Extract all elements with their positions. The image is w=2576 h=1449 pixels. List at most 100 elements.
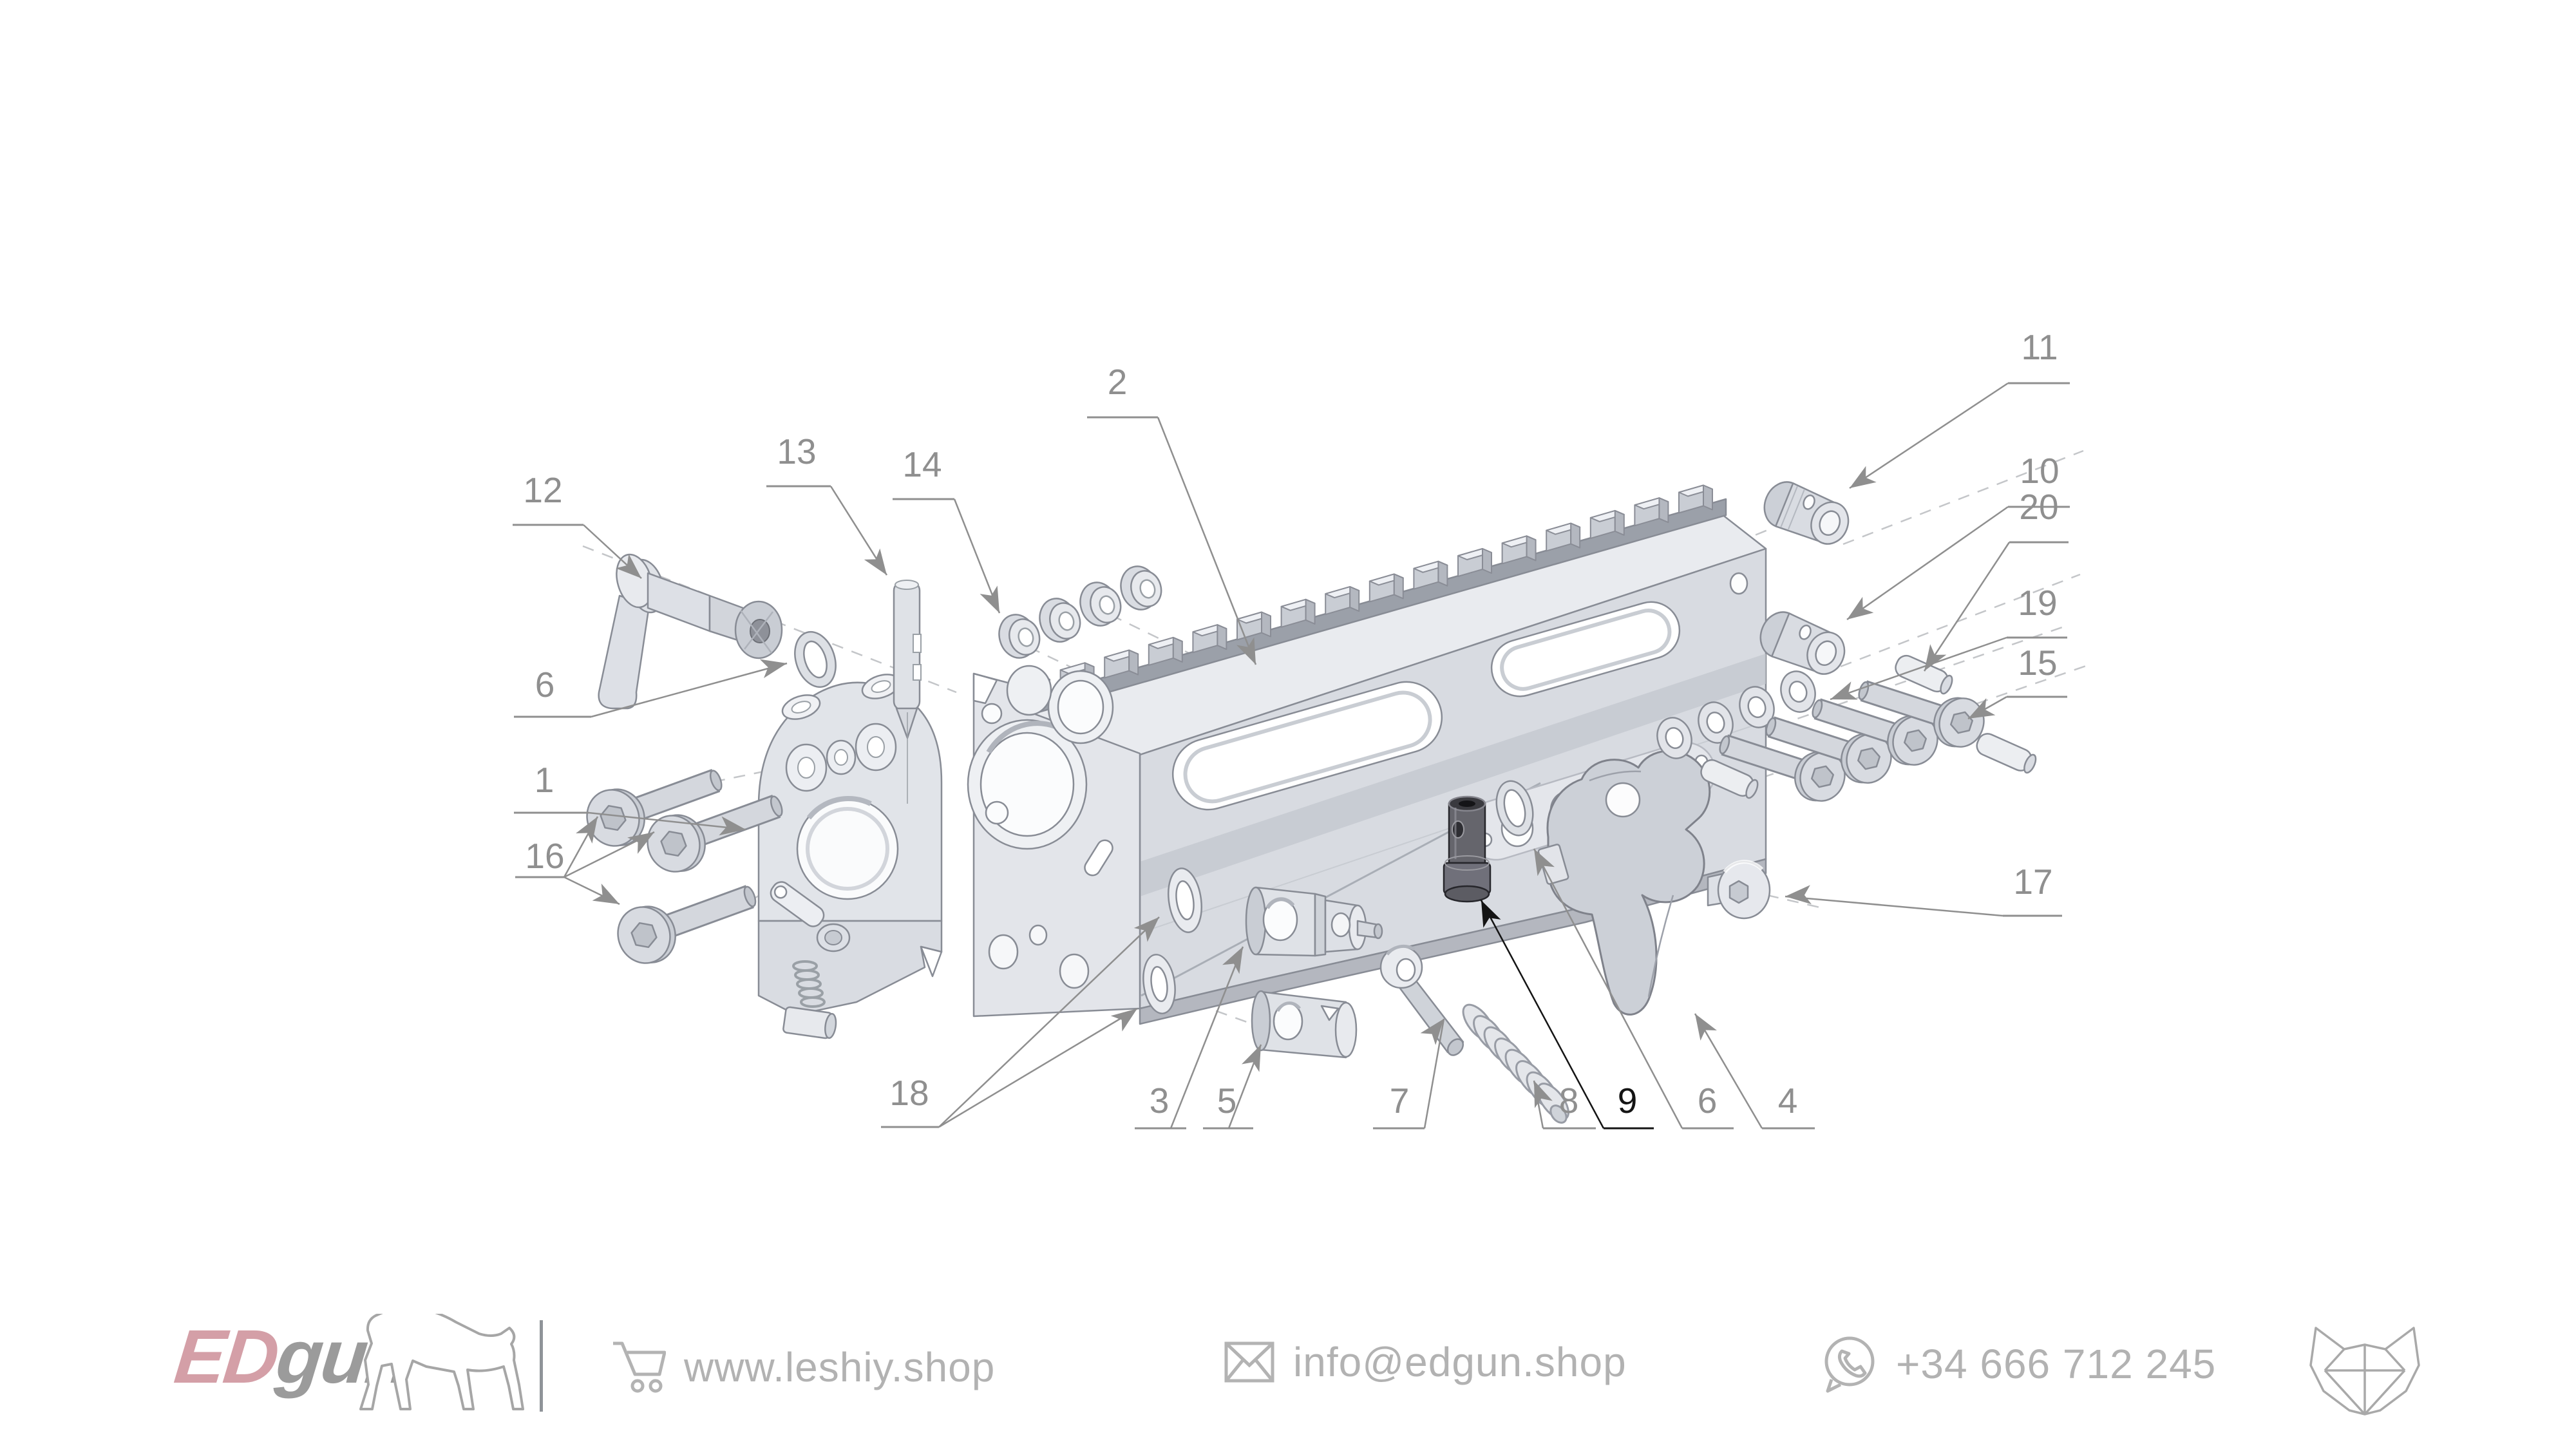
rail-slat	[1368, 573, 1404, 603]
receiver-front-face	[967, 665, 1141, 1018]
logo-ed: ED	[171, 1314, 281, 1399]
clamp-lever	[770, 881, 825, 927]
website-link[interactable]: www.leshiy.shop	[611, 1338, 995, 1396]
rail-slat	[1678, 484, 1713, 514]
callout-7: 7	[1373, 1018, 1445, 1130]
callout-19: 19	[1830, 583, 2067, 701]
callout-3: 3	[1135, 946, 1244, 1130]
top-oval-cutout-left	[1171, 681, 1443, 811]
part-15-socket-screws	[1719, 680, 1985, 802]
callout-12: 12	[513, 470, 642, 579]
phone-link[interactable]: +34 666 712 245	[1821, 1334, 2216, 1394]
svg-text:3: 3	[1150, 1081, 1170, 1121]
rail-slat	[1546, 522, 1581, 552]
part-5-lower-valve	[1251, 990, 1358, 1059]
svg-text:6: 6	[1698, 1081, 1718, 1121]
svg-text:2: 2	[1108, 362, 1128, 402]
rail-slat	[1634, 497, 1669, 527]
clamp-pin	[782, 1006, 837, 1039]
rail-slat	[1104, 649, 1139, 679]
callout-14: 14	[893, 444, 1001, 614]
svg-text:8: 8	[1559, 1081, 1579, 1121]
svg-text:1: 1	[535, 760, 554, 800]
part-12-cam-lever-pin	[598, 553, 783, 710]
whatsapp-phone-icon	[1824, 1336, 1875, 1393]
part-7-ball-stem	[1379, 944, 1464, 1056]
callout-13: 13	[766, 431, 888, 576]
part-17-button-screw	[1707, 860, 1771, 920]
part-13-pin	[893, 580, 922, 804]
part-20-pin	[1895, 654, 1953, 695]
svg-text:7: 7	[1390, 1081, 1410, 1121]
callout-10: 10	[1846, 451, 2070, 621]
callout-18: 18	[881, 916, 1160, 1128]
callout-11: 11	[1849, 327, 2070, 489]
clamp-screw	[816, 923, 851, 952]
rail-slat	[1325, 586, 1360, 616]
footer-divider	[540, 1320, 543, 1412]
part-6-oring-right	[1495, 780, 1534, 837]
svg-text:15: 15	[2018, 643, 2057, 683]
part-16-front-screws	[586, 769, 783, 964]
svg-text:16: 16	[525, 836, 564, 876]
part-3-valve-body	[1245, 886, 1383, 957]
svg-text:14: 14	[902, 444, 942, 484]
part-14-rail-bushings	[998, 565, 1162, 659]
rail-slat	[1413, 560, 1448, 590]
callout-1: 1	[514, 760, 746, 836]
email-link[interactable]: info@edgun.shop	[1224, 1338, 1627, 1386]
callout-20: 20	[1923, 487, 2069, 672]
callout-2: 2	[1087, 362, 1257, 665]
svg-text:4: 4	[1778, 1081, 1798, 1121]
geometric-fox-icon	[2309, 1327, 2420, 1416]
rail-slat	[1589, 509, 1625, 539]
part-8-spring	[1462, 1003, 1569, 1124]
dowel-pin-left	[1700, 759, 1759, 799]
dog-silhouette-icon	[359, 1314, 524, 1410]
clamp-spring	[792, 960, 826, 1008]
callout-5: 5	[1203, 1044, 1262, 1130]
svg-text:10: 10	[2020, 451, 2059, 491]
part-4-trigger-lever	[1537, 750, 1711, 1016]
svg-text:5: 5	[1217, 1081, 1237, 1121]
rail-slat	[1192, 624, 1227, 654]
email-text: info@edgun.shop	[1293, 1339, 1627, 1385]
callout-17: 17	[1785, 862, 2062, 917]
svg-text:20: 20	[2019, 487, 2058, 527]
website-text: www.leshiy.shop	[684, 1344, 996, 1390]
callout-9: 9	[1480, 900, 1654, 1130]
rail-slat	[1236, 611, 1271, 641]
part-9-poppet	[1443, 795, 1492, 903]
callout-15: 15	[1967, 643, 2067, 720]
rail-slat	[1148, 636, 1183, 666]
svg-text:12: 12	[523, 470, 562, 510]
callout-8: 8	[1533, 1080, 1596, 1130]
svg-text:13: 13	[777, 431, 816, 471]
part-11-plug	[1763, 481, 1850, 545]
shopping-cart-icon	[613, 1341, 666, 1393]
svg-text:19: 19	[2018, 583, 2057, 623]
svg-text:9: 9	[1618, 1081, 1638, 1121]
callout-6: 6	[514, 659, 788, 718]
rail-slat	[1280, 598, 1316, 628]
envelope-icon	[1224, 1341, 1274, 1383]
svg-text:11: 11	[2021, 327, 2058, 367]
callout-6: 6	[1533, 848, 1734, 1130]
footer: EDgun www.leshiy.shop info@edgun.shop +3…	[0, 1307, 2576, 1430]
phone-text: +34 666 712 245	[1896, 1341, 2217, 1387]
svg-text:18: 18	[889, 1073, 929, 1113]
svg-text:17: 17	[2013, 862, 2052, 902]
part-1-front-plate	[757, 674, 943, 1039]
rail-slat	[1501, 535, 1537, 565]
part-6-oring-left	[794, 630, 837, 688]
part-10-plug	[1759, 611, 1846, 675]
rail-slat	[1457, 548, 1492, 577]
part-18-washers	[1142, 867, 1202, 1014]
top-oval-cutout-right	[1490, 601, 1681, 697]
callout-16: 16	[515, 816, 655, 905]
callout-4: 4	[1694, 1013, 1815, 1130]
svg-text:6: 6	[535, 665, 555, 705]
